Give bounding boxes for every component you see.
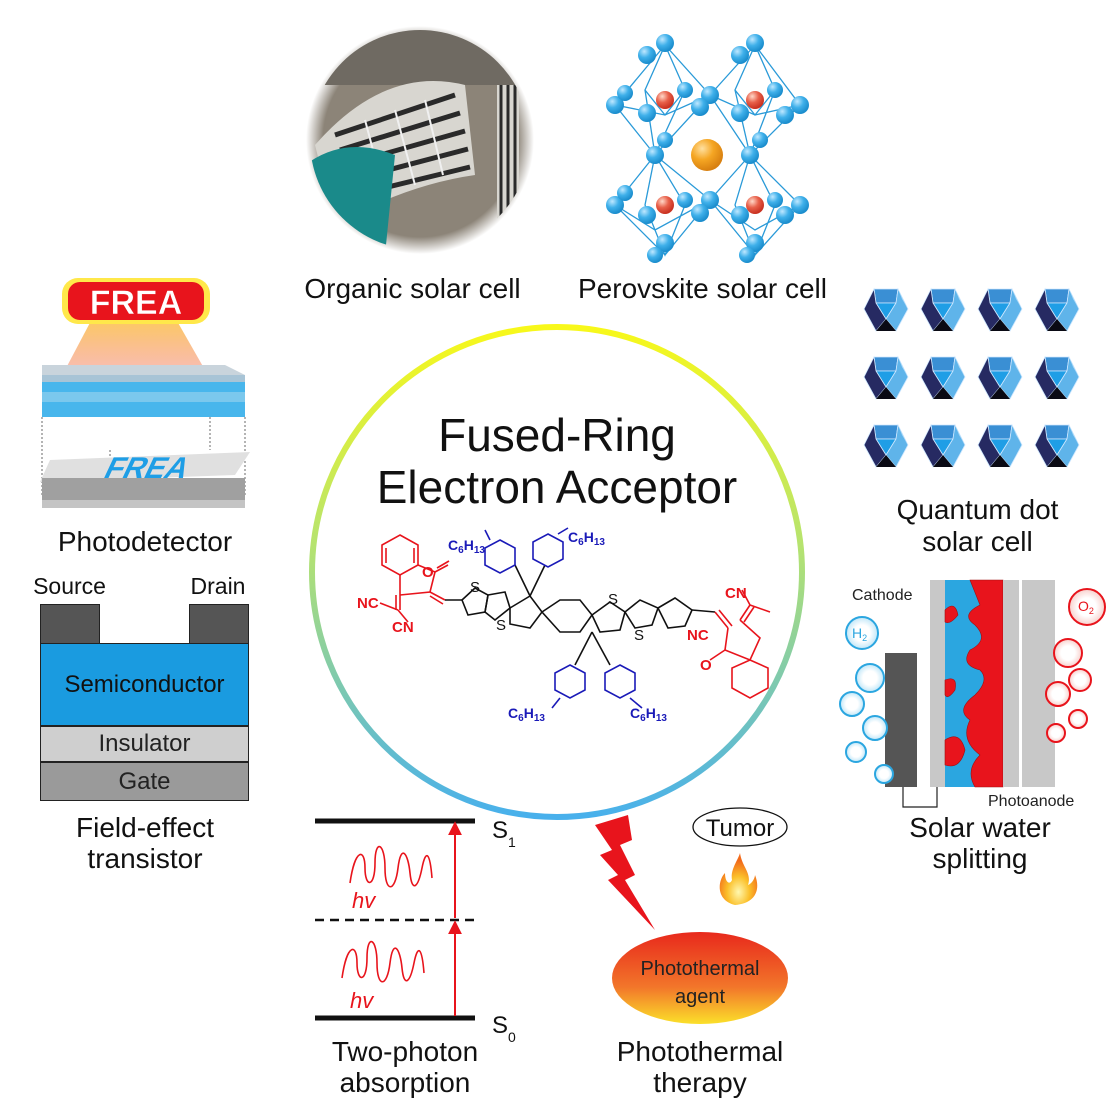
frea-badge: FREA — [90, 284, 183, 322]
s0-label: S0 — [492, 1012, 516, 1045]
photodetector-substrate — [42, 478, 245, 500]
hexyl-chain-3: C6H13 — [508, 705, 545, 724]
hydrogen-bubbles — [839, 616, 894, 784]
fet-source-electrode — [40, 604, 100, 644]
core-group — [445, 564, 716, 666]
hexyl-chain-4: C6H13 — [630, 705, 667, 724]
nitrile-left-nc: NC — [357, 595, 379, 612]
laser-bolt-icon — [595, 815, 655, 930]
photodetector-label: Photodetector — [57, 526, 233, 557]
perovskite-solar-cell-label: Perovskite solar cell — [578, 273, 827, 304]
sulfur-3: S — [608, 591, 618, 608]
center-title-line2: Electron Acceptor — [376, 461, 738, 513]
quantum-dot-crystal — [920, 423, 966, 468]
perovskite-crystal-structure — [606, 34, 809, 263]
fet-label-line2: transistor — [87, 843, 203, 874]
organic-solar-cell-photo — [306, 26, 534, 254]
cathode-label: Cathode — [852, 587, 913, 604]
left-acceptor-group — [379, 534, 450, 623]
quantum-dot-crystal — [1034, 287, 1080, 332]
quantum-dot-label-line2: solar cell — [922, 526, 1033, 557]
nitrile-right-nc: NC — [687, 627, 709, 644]
quantum-dot-crystal — [920, 287, 966, 332]
hv-label-lower: hv — [350, 988, 375, 1013]
center-title-line1: Fused-Ring — [438, 409, 676, 461]
photothermal-agent-line1: Photothermal — [641, 958, 760, 980]
quantum-dot-crystal — [977, 355, 1023, 400]
quantum-dot-crystal — [920, 355, 966, 400]
fet-gate-layer: Gate — [40, 762, 249, 801]
two-photon-label-line2: absorption — [339, 1067, 471, 1098]
quantum-dot-crystal — [1034, 355, 1080, 400]
oxygen-right: O — [700, 657, 712, 674]
hexyl-chain-1: C6H13 — [448, 537, 485, 556]
fet-insulator-layer: Insulator — [40, 726, 249, 762]
sulfur-1: S — [470, 579, 480, 596]
nitrile-left-cn: CN — [392, 619, 414, 636]
water-splitting-label-line1: Solar water — [909, 812, 1051, 843]
fire-icon — [719, 853, 758, 905]
photoanode-label: Photoanode — [988, 793, 1074, 810]
oxygen-bubbles — [1045, 588, 1106, 743]
sulfur-4: S — [634, 627, 644, 644]
photodetector-substrate-side — [42, 500, 245, 508]
molecule-structure: O NC CN NC CN O S S S S C6H13 C6H13 C6H1… — [357, 527, 771, 724]
fet-label-line1: Field-effect — [76, 812, 214, 843]
organic-solar-cell-label: Organic solar cell — [304, 273, 521, 304]
fet-drain-electrode — [189, 604, 249, 644]
fet-source-label: Source — [33, 573, 106, 599]
aryl-side-groups — [484, 527, 643, 709]
fet-insulator-label: Insulator — [98, 730, 191, 757]
fet-drain-label: Drain — [190, 573, 246, 599]
quantum-dot-crystal — [863, 287, 909, 332]
quantum-dot-grid — [862, 287, 1102, 483]
bulk-heterojunction-domains — [944, 579, 1004, 788]
hv-label-upper: hv — [352, 888, 377, 913]
photothermal-agent-line2: agent — [675, 986, 725, 1008]
o2-label: O2 — [1078, 598, 1094, 616]
quantum-dot-label-line1: Quantum dot — [896, 494, 1059, 525]
fet-semiconductor-layer: Semiconductor — [40, 643, 249, 726]
water-splitting-label-line2: splitting — [932, 843, 1028, 874]
quantum-dot-crystal — [977, 423, 1023, 468]
two-photon-label-line1: Two-photon — [331, 1036, 479, 1067]
right-acceptor-group — [709, 589, 771, 699]
photodetector-illustration: FREA FREA — [40, 278, 250, 495]
two-photon-energy-diagram: hv hv S1 S0 — [315, 817, 516, 1045]
h2-label: H2 — [852, 625, 867, 643]
sulfur-2: S — [496, 617, 506, 634]
photon-wave-upper — [349, 845, 433, 888]
s1-label: S1 — [492, 817, 516, 850]
quantum-dot-crystal — [863, 355, 909, 400]
fet-semiconductor-label: Semiconductor — [64, 670, 225, 698]
nitrile-right-cn: CN — [725, 585, 747, 602]
oxygen-left: O — [422, 564, 434, 581]
hexyl-chain-2: C6H13 — [568, 529, 605, 548]
quantum-dot-crystal — [1034, 423, 1080, 468]
quantum-dot-crystal — [863, 423, 909, 468]
photothermal-label-line2: therapy — [653, 1067, 747, 1098]
photothermal-label-line1: Photothermal — [616, 1036, 784, 1067]
quantum-dot-crystal — [977, 287, 1023, 332]
photothermal-illustration: Tumor Photothermal agent — [595, 807, 788, 1024]
photon-wave-lower — [341, 940, 425, 983]
water-splitting-cell: Cathode Photoanode H2 O2 — [839, 579, 1106, 810]
tumor-label: Tumor — [706, 815, 774, 842]
fet-gate-label: Gate — [118, 767, 171, 795]
